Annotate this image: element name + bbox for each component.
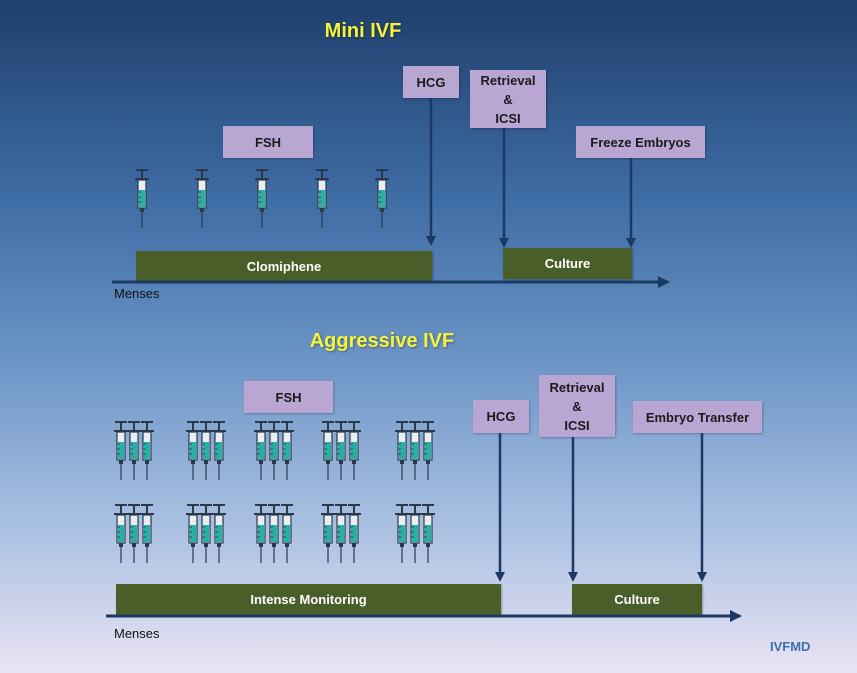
syringe-icon <box>255 169 269 228</box>
syringe-icon <box>321 421 335 480</box>
syringe-icon <box>186 504 200 563</box>
syringe-icon <box>195 169 209 228</box>
syringe-icon <box>199 504 213 563</box>
syringe-icon <box>186 421 200 480</box>
syringe-icon <box>395 504 409 563</box>
mini-menses-label: Menses <box>114 286 160 301</box>
aggressive-fsh-label: FSH <box>244 381 333 413</box>
syringe-icon <box>135 169 149 228</box>
syringe-icon <box>127 504 141 563</box>
syringe-icon <box>254 504 268 563</box>
syringe-icon <box>114 421 128 480</box>
mini-fsh-label: FSH <box>223 126 313 158</box>
syringe-icon <box>114 504 128 563</box>
mini-clomiphene-bar: Clomiphene <box>136 251 432 281</box>
aggressive-ivf-title: Aggressive IVF <box>309 330 455 352</box>
syringe-icon <box>199 421 213 480</box>
footer-brand: IVFMD <box>770 639 811 654</box>
syringe-icon <box>375 169 389 228</box>
syringe-icon <box>408 421 422 480</box>
syringe-icon <box>347 421 361 480</box>
syringe-icon <box>334 504 348 563</box>
mini-retrieval-label: Retrieval & ICSI <box>470 70 546 128</box>
syringe-icon <box>212 421 226 480</box>
mini-ivf-title: Mini IVF <box>324 20 402 42</box>
mini-freeze-label: Freeze Embryos <box>576 126 705 158</box>
syringe-icon <box>347 504 361 563</box>
syringe-icon <box>140 421 154 480</box>
aggressive-retrieval-line-3: ICSI <box>564 417 590 433</box>
aggressive-retrieval-line-1: Retrieval <box>549 379 605 395</box>
syringe-icon <box>408 504 422 563</box>
syringe-icon <box>421 421 435 480</box>
syringe-icon <box>334 421 348 480</box>
syringe-icon <box>267 421 281 480</box>
mini-retrieval-line-2: & <box>503 91 513 107</box>
syringe-icon <box>254 421 268 480</box>
syringe-icon <box>421 504 435 563</box>
mini-culture-bar: Culture <box>503 248 632 279</box>
syringe-icon <box>321 504 335 563</box>
mini-hcg-label: HCG <box>403 66 459 98</box>
syringe-icon <box>127 421 141 480</box>
syringe-icon <box>280 504 294 563</box>
aggressive-transfer-label: Embryo Transfer <box>633 401 762 433</box>
syringe-icon <box>395 421 409 480</box>
syringe-icon <box>267 504 281 563</box>
mini-retrieval-line-1: Retrieval <box>480 72 536 88</box>
syringe-icon <box>140 504 154 563</box>
syringe-icon <box>280 421 294 480</box>
aggressive-culture-bar: Culture <box>572 584 702 615</box>
aggressive-retrieval-line-2: & <box>572 398 582 414</box>
aggressive-retrieval-label: Retrieval & ICSI <box>539 375 615 437</box>
aggressive-monitoring-bar: Intense Monitoring <box>116 584 501 615</box>
aggressive-hcg-label: HCG <box>473 400 529 433</box>
syringe-icon <box>315 169 329 228</box>
syringe-icon <box>212 504 226 563</box>
mini-retrieval-line-3: ICSI <box>495 110 521 126</box>
aggressive-menses-label: Menses <box>114 626 160 641</box>
